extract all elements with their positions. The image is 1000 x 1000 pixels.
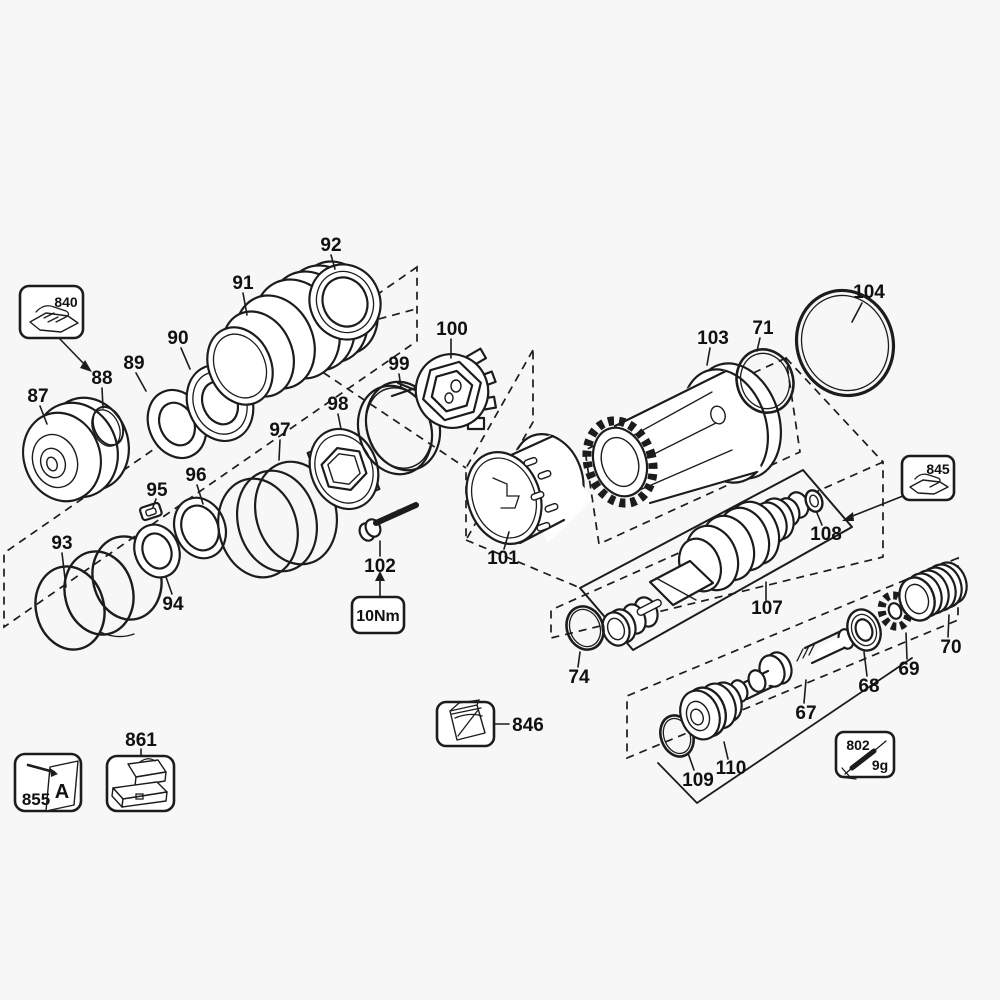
label-sheet-icon: A xyxy=(26,760,79,812)
torque-value: 10Nm xyxy=(356,608,400,625)
part-96-label: 96 xyxy=(185,465,206,486)
part-108-label: 108 xyxy=(810,524,842,545)
callout-box-861 xyxy=(105,754,176,813)
part-94-label: 94 xyxy=(162,594,184,615)
part-100-label: 100 xyxy=(436,319,468,340)
part-87-drawing xyxy=(22,396,130,503)
part-89-label: 89 xyxy=(123,353,144,374)
part-90-label: 90 xyxy=(167,328,188,349)
part-98-drawing xyxy=(306,427,381,511)
part-92-drawing xyxy=(308,263,382,341)
callout-box-846 xyxy=(435,699,496,748)
part-69-label: 69 xyxy=(898,659,919,680)
kit-box-icon xyxy=(111,758,168,808)
callout-855-code: 855 xyxy=(22,790,50,809)
part-70-label: 70 xyxy=(940,637,961,658)
part-99-label: 99 xyxy=(388,354,409,375)
part-67-drawing xyxy=(729,628,855,703)
part-71-drawing xyxy=(735,348,795,414)
part-110-drawing xyxy=(679,681,743,741)
callout-box-torque: 10Nm xyxy=(350,595,406,635)
part-68-drawing xyxy=(846,608,882,652)
part-104-drawing xyxy=(794,288,896,398)
part-96-drawing xyxy=(172,496,228,560)
callout-846-label: 846 xyxy=(512,715,544,736)
leader-lines xyxy=(39,254,950,771)
callout-845-code: 845 xyxy=(926,461,950,477)
group-box-107 xyxy=(550,460,884,640)
dashed-connector xyxy=(785,357,884,463)
dashed-connector xyxy=(299,356,467,469)
part-95-drawing xyxy=(139,501,163,522)
part-91-label: 91 xyxy=(232,273,254,294)
arrowhead xyxy=(842,512,854,521)
part-107-drawing xyxy=(601,491,810,647)
part-71-label: 71 xyxy=(752,318,774,339)
part-67-label: 67 xyxy=(795,703,816,724)
part-98-label: 98 xyxy=(327,394,348,415)
arrowhead xyxy=(80,360,92,372)
part-87-label: 87 xyxy=(27,386,48,407)
part-88-label: 88 xyxy=(91,368,112,389)
grease-range-line xyxy=(657,657,913,804)
part-92-label: 92 xyxy=(320,235,341,256)
part-103-drawing xyxy=(582,362,783,508)
callout-box-845: 845 xyxy=(900,454,956,502)
part-102-label: 102 xyxy=(364,556,396,577)
part-101-label: 101 xyxy=(487,548,519,569)
part-number-labels: 87 88 89 90 91 92 93 94 95 96 97 98 99 1… xyxy=(27,235,961,791)
grease-amount: 9g xyxy=(872,757,888,773)
part-109-label: 109 xyxy=(682,770,714,791)
group-box-101 xyxy=(465,346,534,544)
group-box-87-102 xyxy=(3,265,418,629)
part-68-label: 68 xyxy=(858,676,879,697)
part-74-drawing xyxy=(565,605,605,651)
callout-box-grease: 802 9g xyxy=(834,730,896,780)
callout-arrows xyxy=(57,336,904,598)
part-108-drawing xyxy=(804,489,824,513)
sheet-letter: A xyxy=(55,781,69,803)
part-97-label: 97 xyxy=(269,420,290,441)
part-88-drawing xyxy=(91,405,125,447)
callout-861-label: 861 xyxy=(125,730,157,751)
part-102-drawing xyxy=(358,502,419,542)
callout-box-840: 840 xyxy=(18,284,85,340)
callout-box-855: A 855 xyxy=(13,752,83,813)
part-100-drawing xyxy=(414,347,498,431)
part-110-label: 110 xyxy=(716,758,747,779)
part-93-label: 93 xyxy=(51,533,72,554)
retaining-clip-icon xyxy=(909,473,949,495)
retaining-clip-icon xyxy=(29,305,79,333)
part-103-label: 103 xyxy=(697,328,729,349)
part-107-label: 107 xyxy=(751,598,783,619)
part-94-drawing xyxy=(133,523,181,579)
grease-code: 802 xyxy=(846,737,870,753)
part-70-drawing xyxy=(898,561,968,622)
part-104-label: 104 xyxy=(853,282,885,303)
arrowhead xyxy=(375,571,385,581)
part-101-drawing xyxy=(465,433,592,545)
grease-syringe-icon xyxy=(839,740,887,780)
parts-bag-icon xyxy=(449,699,486,741)
callout-840-code: 840 xyxy=(54,294,78,310)
part-95-label: 95 xyxy=(146,480,168,501)
part-74-label: 74 xyxy=(568,667,590,688)
dashed-connector xyxy=(465,539,579,588)
